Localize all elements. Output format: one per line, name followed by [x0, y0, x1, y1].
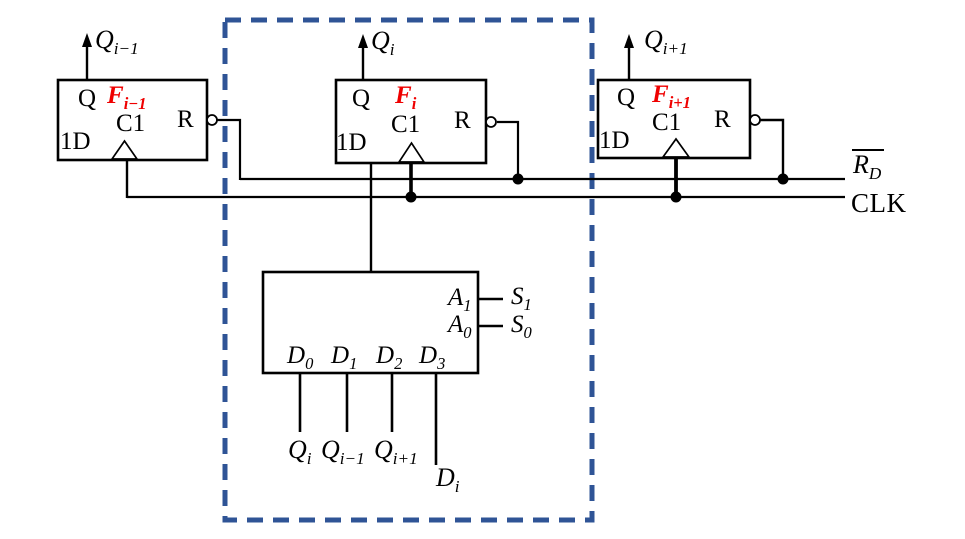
ff-cur-reset-wire: [497, 120, 520, 179]
mux-d0-pin-label: D0: [287, 342, 314, 373]
mux-d2-pin-label: D2: [376, 342, 403, 373]
dashed-cell-region-box: [222, 17, 595, 523]
ff-next-q-label: Q: [617, 84, 636, 111]
junction-dot-cur-reset: [512, 173, 524, 185]
mux-s0-signal-label: S0: [511, 311, 532, 342]
ff-cur-c1-label: C1: [391, 111, 421, 138]
junction-dot-cur-clock: [405, 191, 417, 203]
ff-next-c1-label: C1: [652, 109, 682, 136]
ff-prev-output-label: Qi−1: [95, 25, 139, 59]
ff-cur-reset-bubble: [485, 116, 497, 128]
ff-prev-1d-label: 1D: [60, 128, 91, 155]
ff-prev-name-label: Fi−1: [107, 82, 147, 113]
ff-next-reset-bubble: [749, 114, 761, 126]
ff-next-output-label: Qi+1: [644, 25, 688, 59]
mux-d1-pin-label: D1: [331, 342, 358, 373]
ff-next-reset-wire: [760, 118, 785, 179]
mux-source-di-label: Di: [436, 463, 460, 497]
mux-a1-pin-label: A1: [448, 284, 472, 315]
ff-prev-clock-triangle: [110, 139, 139, 160]
ff-prev-c1-label: C1: [116, 110, 146, 137]
mux-s1-signal-label: S1: [511, 283, 532, 314]
ff-next-clock-triangle: [661, 137, 691, 158]
ff-cur-name-label: Fi: [395, 82, 417, 113]
ff-cur-r-label: R: [454, 107, 471, 134]
ff-cur-output-label: Qi: [371, 26, 395, 60]
ff-cur-q-label: Q: [352, 85, 371, 112]
ff-next-r-label: R: [714, 106, 731, 133]
ff-cur-clock-triangle: [397, 141, 426, 163]
ff-next-1d-label: 1D: [599, 127, 630, 154]
ff-prev-output-arrowhead: [82, 33, 92, 47]
clock-bus-label: CLK: [851, 188, 907, 218]
mux-a0-pin-label: A0: [448, 311, 472, 342]
mux-source-qi+1-label: Qi+1: [374, 435, 418, 469]
mux-box: [261, 270, 480, 375]
ff-prev-r-label: R: [177, 106, 194, 133]
ff-cur-output-arrowhead: [358, 34, 368, 48]
ff-prev-reset-wire: [217, 118, 242, 180]
mux-source-qi-1-label: Qi−1: [321, 435, 365, 469]
junction-dot-next-clock: [670, 191, 682, 203]
ff-prev-reset-bubble: [206, 114, 218, 126]
mux-source-qi-label: Qi: [288, 435, 312, 469]
ff-cur-1d-label: 1D: [336, 129, 367, 156]
mux-d3-pin-label: D3: [419, 342, 446, 373]
ff-next-output-arrowhead: [624, 34, 634, 48]
ff-next-name-label: Fi+1: [652, 81, 691, 112]
reset-bus-label: RD: [852, 149, 885, 182]
junction-dot-next-reset: [777, 173, 789, 185]
ff-prev-q-label: Q: [78, 85, 97, 112]
